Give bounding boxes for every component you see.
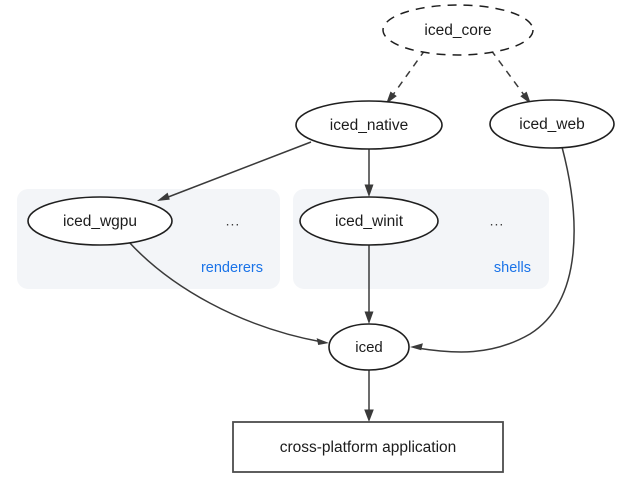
edge-core-to-native (386, 49, 426, 104)
edge-native-to-wgpu-line (162, 141, 312, 200)
node-iced-wgpu-shape[interactable] (27, 196, 173, 246)
node-iced-core[interactable]: iced_core (382, 4, 534, 56)
edge-wgpu-to-iced-arrowhead (316, 338, 329, 345)
edge-wgpu-to-iced (127, 240, 329, 345)
node-iced-wgpu-label: iced_wgpu (63, 213, 137, 230)
edges-layer (127, 49, 575, 422)
cluster-renderers-ellipsis: ... (226, 213, 241, 229)
cluster-shells-label: shells (494, 260, 531, 276)
edge-native-to-wgpu-arrowhead (157, 192, 170, 201)
edge-core-to-native-arrowhead (386, 91, 397, 104)
node-iced-winit[interactable]: iced_winit (299, 196, 439, 246)
node-application-label: cross-platform application (280, 439, 457, 456)
edge-native-to-winit (364, 149, 374, 197)
edge-web-to-iced-arrowhead (410, 343, 423, 351)
edge-iced-to-application (364, 370, 374, 422)
node-iced-core-label: iced_core (424, 22, 491, 39)
cluster-shells-ellipsis: ... (490, 213, 505, 229)
node-iced-web-label: iced_web (519, 116, 585, 133)
node-iced-winit-shape[interactable] (299, 196, 439, 246)
edge-core-to-native-line (389, 49, 426, 100)
edge-core-to-web (490, 49, 531, 104)
nodes-layer: iced_core iced_native iced_web iced_wgpu… (27, 4, 615, 473)
node-application[interactable]: cross-platform application (232, 421, 504, 473)
edge-core-to-web-line (490, 49, 528, 100)
node-iced-winit-label: iced_winit (335, 213, 404, 230)
edge-web-to-iced (410, 146, 575, 353)
cluster-renderers-label: renderers (201, 260, 263, 276)
edge-native-to-winit-arrowhead (364, 184, 374, 197)
node-iced-shape[interactable] (328, 323, 410, 371)
edge-winit-to-iced (364, 245, 374, 324)
node-iced-native-label: iced_native (330, 117, 408, 134)
node-iced-core-shape[interactable] (382, 4, 534, 56)
node-iced-native[interactable]: iced_native (295, 100, 443, 150)
node-application-shape[interactable] (232, 421, 504, 473)
node-iced-native-shape[interactable] (295, 100, 443, 150)
node-iced-web-shape[interactable] (489, 99, 615, 149)
node-iced-wgpu[interactable]: iced_wgpu (27, 196, 173, 246)
edge-winit-to-iced-arrowhead (364, 311, 374, 324)
edge-native-to-wgpu (157, 141, 312, 201)
node-iced-label: iced (355, 339, 383, 356)
edge-iced-to-application-arrowhead (364, 409, 374, 422)
edge-web-to-iced-line (416, 146, 575, 353)
node-iced-web[interactable]: iced_web (489, 99, 615, 149)
edge-wgpu-to-iced-line (127, 240, 323, 343)
edge-core-to-web-arrowhead (520, 91, 531, 104)
node-iced[interactable]: iced (328, 323, 410, 371)
